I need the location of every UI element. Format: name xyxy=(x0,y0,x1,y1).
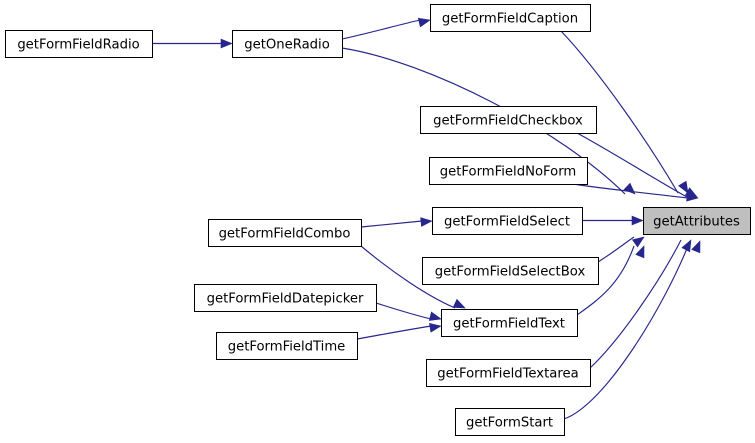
node-label: getFormFieldText xyxy=(453,317,565,332)
node-getFormFieldCombo[interactable]: getFormFieldCombo xyxy=(208,219,362,247)
node-box[interactable] xyxy=(420,106,597,134)
edge-getFormStart-to-getAttributes xyxy=(563,240,701,420)
arrowhead-icon xyxy=(635,245,645,259)
node-getFormFieldCaption[interactable]: getFormFieldCaption xyxy=(430,4,591,32)
edge-line xyxy=(572,183,689,199)
edge-getFormFieldTime-to-getFormFieldText xyxy=(356,323,442,340)
node-box[interactable] xyxy=(643,207,751,235)
node-getOneRadio[interactable]: getOneRadio xyxy=(232,30,343,58)
nodes-layer: getFormFieldRadio getOneRadio getFormField… xyxy=(5,4,751,436)
node-label: getOneRadio xyxy=(244,38,330,53)
arrowhead-icon xyxy=(220,38,233,49)
node-box[interactable] xyxy=(422,257,599,285)
arrowhead-icon xyxy=(429,323,442,333)
node-getAttributes[interactable]: getAttributes xyxy=(643,207,751,235)
arrowhead-icon xyxy=(678,180,689,194)
node-box[interactable] xyxy=(430,4,591,32)
node-label: getFormFieldNoForm xyxy=(440,165,576,180)
node-box[interactable] xyxy=(216,332,358,360)
edge-line xyxy=(576,245,635,316)
arrowhead-icon xyxy=(623,182,636,195)
edge-getOneRadio-to-getFormFieldCaption xyxy=(341,17,431,40)
arrowhead-icon xyxy=(452,298,466,309)
edge-line xyxy=(360,220,423,228)
node-box[interactable] xyxy=(5,30,153,58)
node-label: getAttributes xyxy=(653,215,740,230)
node-label: getFormFieldDatepicker xyxy=(207,292,364,307)
arrowhead-icon xyxy=(691,240,701,254)
edge-getFormFieldCaption-to-getAttributes xyxy=(560,30,689,194)
edge-line xyxy=(576,132,688,198)
node-label: getFormFieldSelect xyxy=(444,215,570,230)
node-getFormFieldSelectBox[interactable]: getFormFieldSelectBox xyxy=(422,257,599,285)
node-label: getFormFieldCaption xyxy=(442,12,578,27)
edge-line xyxy=(597,236,635,263)
node-box[interactable] xyxy=(208,219,362,247)
edge-line xyxy=(560,30,679,194)
node-label: getFormStart xyxy=(466,416,553,431)
edge-line xyxy=(375,302,432,320)
node-box[interactable] xyxy=(194,284,377,312)
edge-getFormFieldNoForm-to-getAttributes xyxy=(572,183,699,202)
edges-layer xyxy=(152,17,701,420)
node-box[interactable] xyxy=(441,309,578,337)
node-getFormFieldDatepicker[interactable]: getFormFieldDatepicker xyxy=(194,284,377,312)
edge-getFormFieldText-to-getAttributes xyxy=(576,245,645,316)
edge-line xyxy=(341,47,626,195)
node-label: getFormFieldCombo xyxy=(219,227,351,242)
edge-line xyxy=(360,245,456,309)
node-getFormStart[interactable]: getFormStart xyxy=(455,408,565,436)
edge-getFormFieldSelectBox-to-getAttributes xyxy=(597,236,645,263)
edge-getFormFieldCombo-to-getFormFieldText xyxy=(360,245,466,309)
node-getFormFieldTime[interactable]: getFormFieldTime xyxy=(216,332,358,360)
arrowhead-icon xyxy=(428,311,442,321)
node-getFormFieldSelect[interactable]: getFormFieldSelect xyxy=(432,207,583,235)
arrowhead-icon xyxy=(631,236,645,248)
edge-getFormFieldDatepicker-to-getFormFieldText xyxy=(375,302,442,321)
node-box[interactable] xyxy=(432,207,583,235)
edge-line xyxy=(589,239,682,369)
node-box[interactable] xyxy=(426,359,591,387)
edge-line xyxy=(563,240,691,420)
edge-getFormFieldCombo-to-getFormFieldSelect xyxy=(360,217,433,228)
arrowhead-icon xyxy=(631,215,644,226)
node-box[interactable] xyxy=(232,30,343,58)
node-getFormFieldText[interactable]: getFormFieldText xyxy=(441,309,578,337)
edge-getFormFieldCheckbox-to-getAttributes xyxy=(576,132,698,198)
node-getFormFieldRadio[interactable]: getFormFieldRadio xyxy=(5,30,153,58)
node-label: getFormFieldTextarea xyxy=(437,367,578,382)
node-box[interactable] xyxy=(455,408,565,436)
edge-getFormFieldSelect-to-getAttributes xyxy=(582,215,644,226)
arrowhead-icon xyxy=(686,191,699,202)
node-label: getFormFieldCheckbox xyxy=(433,114,583,129)
arrowhead-icon xyxy=(420,217,433,227)
node-getFormFieldTextarea[interactable]: getFormFieldTextarea xyxy=(426,359,591,387)
edge-line xyxy=(341,19,421,40)
arrowhead-icon xyxy=(417,17,431,28)
edge-getFormFieldRadio-to-getOneRadio xyxy=(152,38,233,49)
node-getFormFieldCheckbox[interactable]: getFormFieldCheckbox xyxy=(420,106,597,134)
node-getFormFieldNoForm[interactable]: getFormFieldNoForm xyxy=(429,157,588,185)
node-label: getFormFieldSelectBox xyxy=(435,265,586,280)
node-label: getFormFieldTime xyxy=(228,340,346,355)
node-box[interactable] xyxy=(429,157,588,185)
edge-line xyxy=(356,325,432,340)
node-label: getFormFieldRadio xyxy=(17,38,139,53)
